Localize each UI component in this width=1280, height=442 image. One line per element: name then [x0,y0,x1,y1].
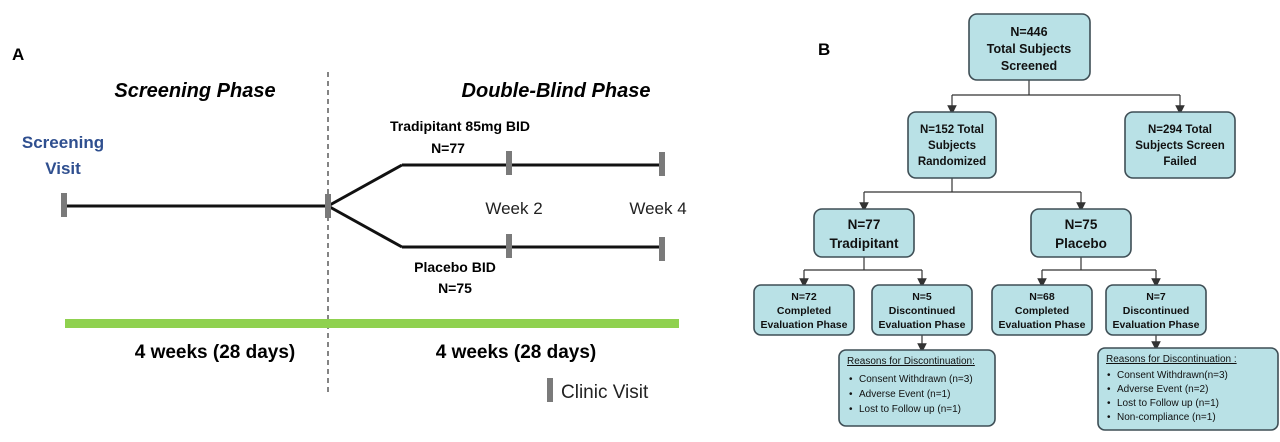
svg-text:Total Subjects: Total Subjects [987,42,1072,56]
svg-text:Discontinued: Discontinued [1123,305,1190,317]
duration-bar [65,319,679,328]
svg-text:Subjects: Subjects [928,140,976,152]
svg-text:Placebo: Placebo [1055,236,1107,251]
box-trad-completed: N=72 Completed Evaluation Phase [753,284,855,336]
box-plac-reasons: Reasons for Discontinuation : • Consent … [1097,347,1279,431]
box-plac-discontinued: N=7 Discontinued Evaluation Phase [1105,284,1207,336]
svg-text:•: • [1107,398,1111,409]
svg-text:N=152 Total: N=152 Total [920,124,984,136]
svg-text:N=75: N=75 [1065,217,1098,232]
svg-text:Randomized: Randomized [918,156,986,168]
arm1-branch [327,163,403,208]
panel-b: B N=446 Total Subjects [753,13,1279,431]
visit-marker-arm1-week4 [659,152,665,176]
svg-text:N=294 Total: N=294 Total [1148,124,1212,136]
screening-phase-title: Screening Phase [114,80,275,102]
svg-text:•: • [849,389,853,400]
arm2-name: Placebo BID [414,259,496,275]
box-randomized: N=152 Total Subjects Randomized [907,111,997,179]
visit-marker-randomization [325,194,331,218]
svg-text:Evaluation Phase: Evaluation Phase [999,319,1086,331]
box-trad-reasons: Reasons for Discontinuation: • Consent W… [838,349,996,427]
legend-marker [547,378,553,402]
week2-label: Week 2 [485,199,542,218]
svg-text:Reasons for Discontinuation :: Reasons for Discontinuation : [1106,354,1237,365]
svg-text:Evaluation Phase: Evaluation Phase [761,319,848,331]
duration-right: 4 weeks (28 days) [436,342,597,363]
duration-left: 4 weeks (28 days) [135,342,296,363]
box-screen-failed: N=294 Total Subjects Screen Failed [1124,111,1236,179]
svg-text:Tradipitant: Tradipitant [829,236,899,251]
svg-text:Consent Withdrawn (n=3): Consent Withdrawn (n=3) [859,374,973,385]
arm2-n: N=75 [438,280,472,296]
svg-text:N=68: N=68 [1029,291,1055,303]
svg-text:Subjects Screen: Subjects Screen [1135,140,1224,152]
legend-label: Clinic Visit [561,382,649,403]
visit-marker-arm2-week2 [506,234,512,258]
svg-text:Discontinued: Discontinued [889,305,956,317]
panel-b-label: B [818,40,830,59]
box-screened: N=446 Total Subjects Screened [968,13,1091,81]
visit-marker-arm1-week2 [506,151,512,175]
svg-text:•: • [849,374,853,385]
svg-text:N=5: N=5 [912,291,932,303]
svg-text:Failed: Failed [1163,156,1196,168]
svg-text:•: • [1107,370,1111,381]
svg-text:N=72: N=72 [791,291,817,303]
box-placebo: N=75 Placebo [1030,208,1132,258]
svg-text:•: • [1107,412,1111,423]
svg-text:Completed: Completed [1015,305,1069,317]
flow-connectors [799,80,1185,353]
visit-marker-arm2-week4 [659,237,665,261]
svg-text:Consent Withdrawn(n=3): Consent Withdrawn(n=3) [1117,370,1228,381]
svg-text:N=77: N=77 [848,217,881,232]
arm1-name: Tradipitant 85mg BID [390,118,530,134]
svg-text:Adverse Event (n=2): Adverse Event (n=2) [1117,384,1208,395]
svg-text:Adverse Event (n=1): Adverse Event (n=1) [859,389,950,400]
svg-text:N=7: N=7 [1146,291,1166,303]
svg-text:Evaluation Phase: Evaluation Phase [1113,319,1200,331]
box-trad-discontinued: N=5 Discontinued Evaluation Phase [871,284,973,336]
svg-text:•: • [849,404,853,415]
svg-text:Lost to Follow up (n=1): Lost to Follow up (n=1) [859,404,961,415]
panel-a: A Screening Phase Double-Blind Phase Scr… [12,45,687,403]
arm2-branch [327,204,403,249]
svg-text:N=446: N=446 [1010,25,1047,39]
week4-label: Week 4 [629,199,686,218]
visit-marker-screening [61,193,67,217]
box-tradipitant: N=77 Tradipitant [813,208,915,258]
svg-text:•: • [1107,384,1111,395]
svg-text:Completed: Completed [777,305,831,317]
svg-text:Evaluation Phase: Evaluation Phase [879,319,966,331]
svg-text:Screened: Screened [1001,59,1057,73]
svg-text:Lost to Follow up (n=1): Lost to Follow up (n=1) [1117,398,1219,409]
screening-visit-label-line1: Screening [22,133,104,152]
double-blind-phase-title: Double-Blind Phase [462,80,651,102]
svg-text:Non-compliance (n=1): Non-compliance (n=1) [1117,412,1216,423]
screening-visit-label-line2: Visit [45,159,81,178]
box-plac-completed: N=68 Completed Evaluation Phase [991,284,1093,336]
svg-text:Reasons for Discontinuation:: Reasons for Discontinuation: [847,356,975,367]
arm1-n: N=77 [431,140,465,156]
panel-a-label: A [12,45,24,64]
